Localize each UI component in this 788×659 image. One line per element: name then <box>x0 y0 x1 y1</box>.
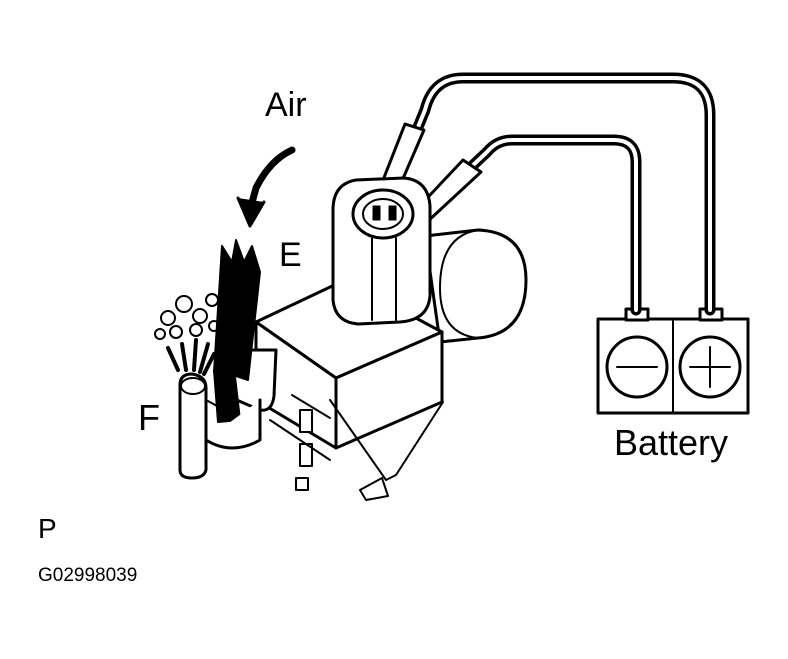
port-f-nozzle <box>178 372 262 480</box>
view-label: P <box>38 513 57 544</box>
air-exhaust-puffs <box>154 293 220 376</box>
solenoid-coil <box>423 228 528 344</box>
electrical-connector <box>331 176 432 326</box>
battery-wires <box>410 72 716 316</box>
air-label: Air <box>265 86 307 124</box>
port-f-label: F <box>138 397 160 438</box>
battery-label: Battery <box>614 422 729 463</box>
port-e-nozzle <box>213 239 278 423</box>
figure-code: G02998039 <box>38 565 138 586</box>
curved-arrow-icon <box>236 146 296 228</box>
port-e-label: E <box>279 236 302 274</box>
plus-circle-icon <box>678 335 742 399</box>
minus-circle-icon <box>605 335 669 399</box>
